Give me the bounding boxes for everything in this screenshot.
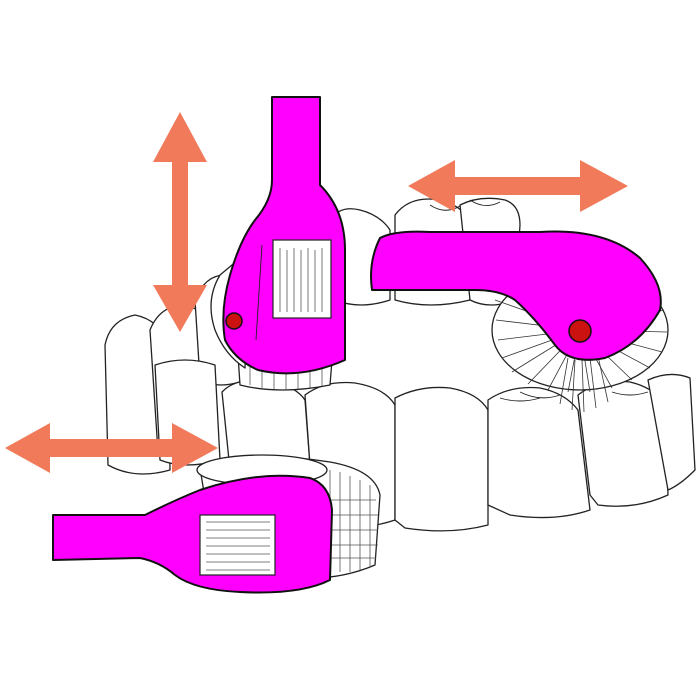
vertical-brush [210,96,346,391]
tooth-front-3 [394,386,489,532]
horizontal-motion-arrow-top [408,160,628,212]
front-brush-handle [52,474,333,594]
front-brush-pad [199,514,276,576]
horizontal-arrow-bottom-shape [5,423,218,473]
vertical-brush-pad [272,239,332,319]
vertical-brush-pad-texture [279,248,323,312]
front-brush-pad-texture [206,521,270,571]
vertical-motion-arrow [153,112,207,332]
lateral-brush-pivot [568,319,592,343]
horizontal-motion-arrow-bottom [5,423,218,473]
vertical-brush-pivot [225,312,243,330]
vertical-arrow-shape [153,112,207,332]
front-brush [52,454,381,594]
lateral-brush [370,230,669,413]
vertical-brush-handle [222,96,346,375]
tooth-front-4 [487,386,591,519]
tooth-front-6 [647,373,696,491]
horizontal-arrow-top-shape [408,160,628,212]
